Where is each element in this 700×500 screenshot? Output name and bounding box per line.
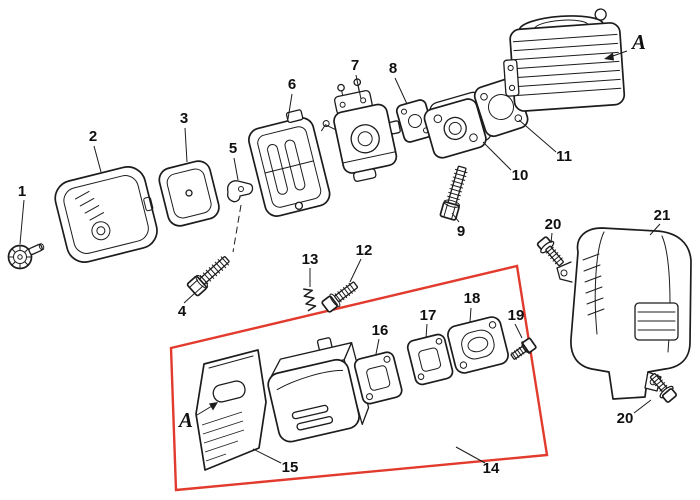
callout-11: 11 <box>556 148 572 165</box>
part-3-air-filter-element-drawing <box>158 160 220 227</box>
part-1-cover-knob-drawing <box>7 243 45 270</box>
part-15-heat-shield-drawing <box>195 349 267 471</box>
callout-9: 9 <box>457 223 465 240</box>
part-7-carburetor-drawing <box>321 78 401 182</box>
callout-21: 21 <box>654 207 671 224</box>
callout-4: 4 <box>178 303 187 320</box>
part-21-engine-cover-drawing <box>556 227 692 400</box>
callout-13: 13 <box>302 251 319 268</box>
muffler-assembly-highlight-box <box>169 264 549 492</box>
callout-19: 19 <box>508 307 525 324</box>
callout-20-bottom: 20 <box>617 410 634 427</box>
part-12-screw-drawing <box>321 281 359 313</box>
callout-1: 1 <box>18 183 26 200</box>
section-a-label-cylinder: A <box>630 30 646 54</box>
leader-lines <box>19 74 661 464</box>
section-a-arrow-muffler <box>196 402 218 416</box>
callout-7: 7 <box>351 57 359 74</box>
part-19-screw-drawing <box>510 337 537 360</box>
section-a-label-muffler: A <box>177 408 193 432</box>
callout-2: 2 <box>89 128 97 145</box>
callout-8: 8 <box>389 60 397 77</box>
callout-10: 10 <box>512 167 529 184</box>
callout-18: 18 <box>464 290 481 307</box>
callout-6: 6 <box>288 76 296 93</box>
part-13-spring-drawing <box>303 288 317 312</box>
callout-15: 15 <box>282 459 299 476</box>
section-a-arrow-cylinder <box>604 50 628 61</box>
part-4-screw-drawing <box>186 256 230 297</box>
muffler-body-drawing <box>267 337 370 443</box>
callout-14: 14 <box>483 460 500 477</box>
callout-12: 12 <box>356 242 373 259</box>
cylinder-assembly-drawing <box>503 8 626 112</box>
part-18-cover-plate-drawing <box>447 316 509 374</box>
part-8-carburetor-gasket-drawing <box>395 99 435 143</box>
part-16-muffler-gasket-drawing <box>353 351 403 405</box>
part-20-screw-bottom-drawing <box>649 373 677 403</box>
callout-5: 5 <box>229 140 237 157</box>
part-17-gasket-drawing <box>406 333 454 386</box>
part-20-screw-top-drawing <box>536 236 564 267</box>
part-5-lever-bracket-drawing <box>226 180 254 253</box>
part-10-insulator-block-drawing <box>423 91 492 159</box>
callout-17: 17 <box>420 307 437 324</box>
part-2-air-filter-cover-drawing <box>54 166 158 263</box>
callout-20-top: 20 <box>545 216 562 233</box>
callout-16: 16 <box>372 322 389 339</box>
part-6-filter-base-drawing <box>248 109 331 217</box>
callout-3: 3 <box>180 110 188 127</box>
